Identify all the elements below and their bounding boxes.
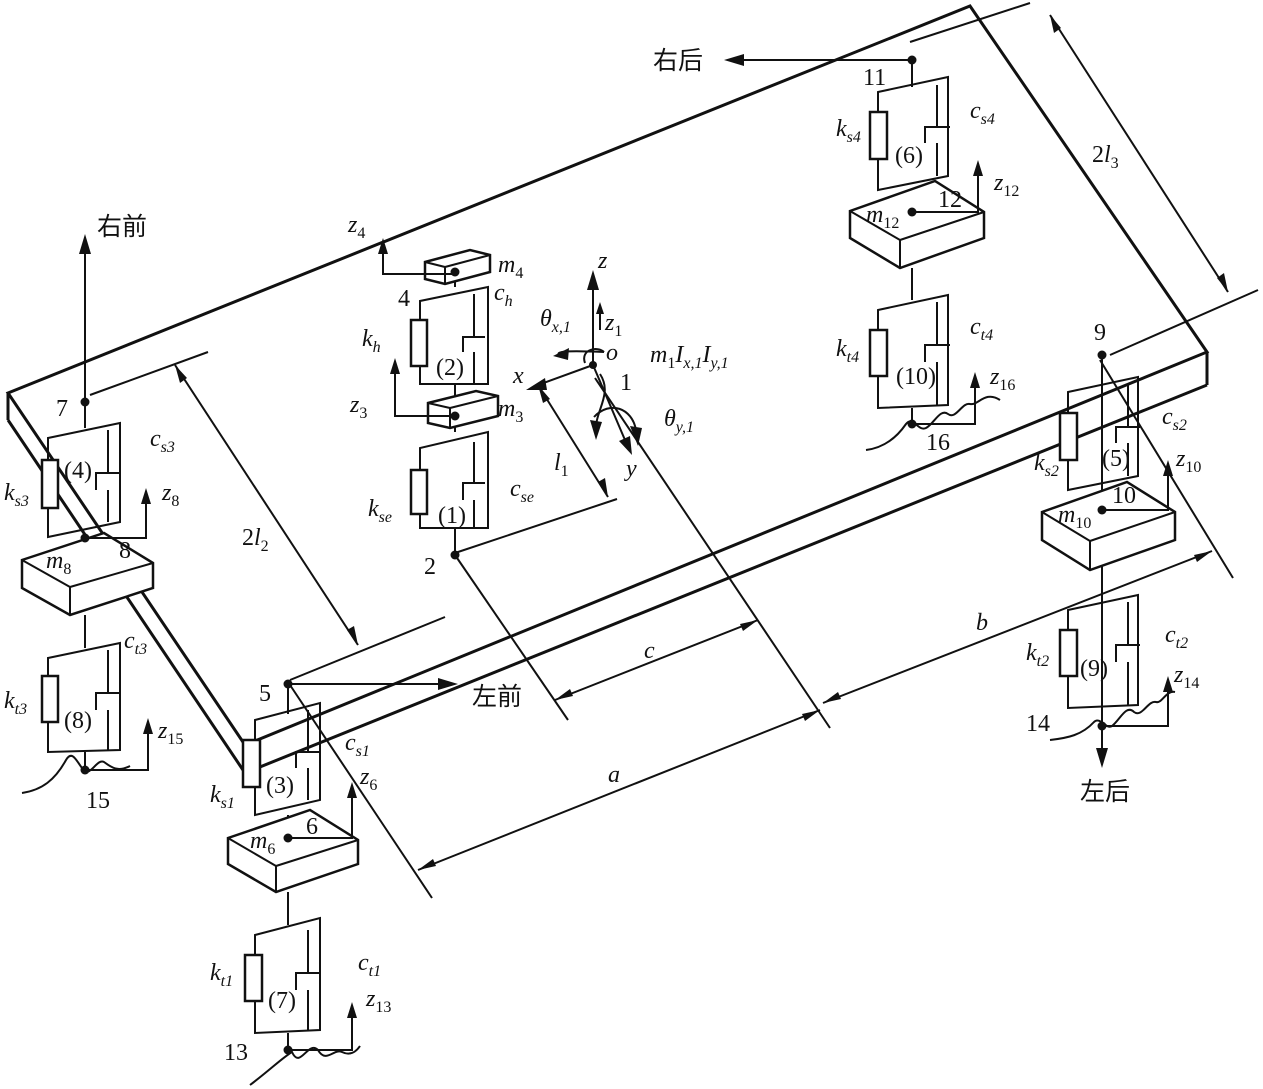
mass-m8: m8 bbox=[46, 548, 71, 578]
node-8: 8 bbox=[119, 538, 131, 564]
coord-z1: z1 bbox=[604, 310, 622, 340]
damper-cs3: cs3 bbox=[150, 426, 175, 456]
coord-theta-y: θy,1 bbox=[664, 406, 694, 436]
coord-z10: z10 bbox=[1175, 446, 1201, 476]
element-7: (7) bbox=[268, 988, 296, 1014]
dim-l1: l1 bbox=[554, 450, 569, 480]
damper-cs4: cs4 bbox=[970, 98, 995, 128]
coord-z3: z3 bbox=[349, 392, 367, 422]
coord-z15: z15 bbox=[157, 718, 183, 748]
coord-x: x bbox=[512, 363, 524, 389]
rear-left-suspension bbox=[1040, 375, 1177, 741]
label-right-front: 右前 bbox=[97, 212, 147, 241]
coord-o: o bbox=[606, 340, 618, 366]
spring-kh: kh bbox=[362, 326, 381, 356]
rear-right-suspension bbox=[848, 60, 1001, 451]
coord-y: y bbox=[624, 456, 637, 482]
dim-b: b bbox=[976, 610, 988, 636]
dim-c: c bbox=[644, 638, 655, 664]
node-11: 11 bbox=[863, 65, 886, 91]
element-4: (4) bbox=[64, 458, 92, 484]
element-9: (9) bbox=[1080, 656, 1108, 682]
element-2: (2) bbox=[436, 355, 464, 381]
damper-cs2: cs2 bbox=[1162, 404, 1187, 434]
node-1: 1 bbox=[620, 370, 632, 396]
element-10: (10) bbox=[896, 364, 936, 390]
center-column bbox=[378, 238, 500, 555]
spring-kt3: kt3 bbox=[4, 688, 27, 718]
dim-a: a bbox=[608, 762, 620, 788]
node-14: 14 bbox=[1026, 711, 1050, 737]
node-9: 9 bbox=[1094, 320, 1106, 346]
dimension-lines bbox=[89, 2, 1259, 899]
element-6: (6) bbox=[895, 143, 923, 169]
damper-ct4: ct4 bbox=[970, 314, 993, 344]
label-left-front: 左前 bbox=[472, 682, 522, 711]
damper-ct3: ct3 bbox=[124, 628, 147, 658]
spring-ks3: ks3 bbox=[4, 480, 29, 510]
spring-ks4: ks4 bbox=[836, 116, 861, 146]
coord-z4: z4 bbox=[347, 212, 365, 242]
coord-theta-x: θx,1 bbox=[540, 306, 571, 336]
mass-m12: m12 bbox=[866, 202, 899, 232]
coord-z6: z6 bbox=[359, 764, 377, 794]
node-10: 10 bbox=[1112, 483, 1136, 509]
element-3: (3) bbox=[266, 773, 294, 799]
node-dots bbox=[80, 55, 1107, 1055]
mass-m10: m10 bbox=[1058, 502, 1091, 532]
label-left-rear: 左后 bbox=[1080, 777, 1130, 806]
mass-m6: m6 bbox=[250, 828, 275, 858]
node-6: 6 bbox=[306, 814, 318, 840]
front-left-suspension bbox=[226, 684, 361, 1086]
damper-cs1: cs1 bbox=[345, 730, 370, 760]
front-right-suspension bbox=[20, 402, 155, 794]
damper-ct1: ct1 bbox=[358, 950, 381, 980]
damper-cse: cse bbox=[510, 476, 534, 506]
spring-kt4: kt4 bbox=[836, 336, 859, 366]
coord-z14: z14 bbox=[1173, 662, 1199, 692]
dim-2l3: 2l3 bbox=[1092, 142, 1119, 172]
node-15: 15 bbox=[86, 788, 110, 814]
element-8: (8) bbox=[64, 708, 92, 734]
mass-m3: m3 bbox=[498, 396, 523, 426]
coord-z8: z8 bbox=[161, 480, 179, 510]
direction-arrows bbox=[79, 54, 1108, 768]
node-13: 13 bbox=[224, 1040, 248, 1066]
mass-m4: m4 bbox=[498, 252, 523, 282]
spring-ks1: ks1 bbox=[210, 782, 235, 812]
node-16: 16 bbox=[926, 430, 950, 456]
coord-z13: z13 bbox=[365, 986, 391, 1016]
coord-z12: z12 bbox=[993, 170, 1019, 200]
spring-kt1: kt1 bbox=[210, 960, 233, 990]
spring-kt2: kt2 bbox=[1026, 640, 1049, 670]
node-4: 4 bbox=[398, 286, 410, 312]
element-5: (5) bbox=[1102, 446, 1130, 472]
node-12: 12 bbox=[938, 187, 962, 213]
dim-2l2: 2l2 bbox=[242, 525, 269, 555]
node-5: 5 bbox=[259, 681, 271, 707]
body-axes bbox=[526, 270, 642, 455]
spring-kse: kse bbox=[368, 496, 392, 526]
spring-ks2: ks2 bbox=[1034, 450, 1059, 480]
damper-ch: ch bbox=[494, 280, 513, 310]
element-1: (1) bbox=[438, 503, 466, 529]
node-2: 2 bbox=[424, 554, 436, 580]
label-right-rear: 右后 bbox=[653, 46, 703, 75]
node-7: 7 bbox=[56, 396, 68, 422]
damper-ct2: ct2 bbox=[1165, 622, 1188, 652]
coord-z16: z16 bbox=[989, 364, 1015, 394]
body-inertia: m1Ix,1Iy,1 bbox=[650, 342, 729, 372]
coord-z: z bbox=[597, 248, 608, 274]
